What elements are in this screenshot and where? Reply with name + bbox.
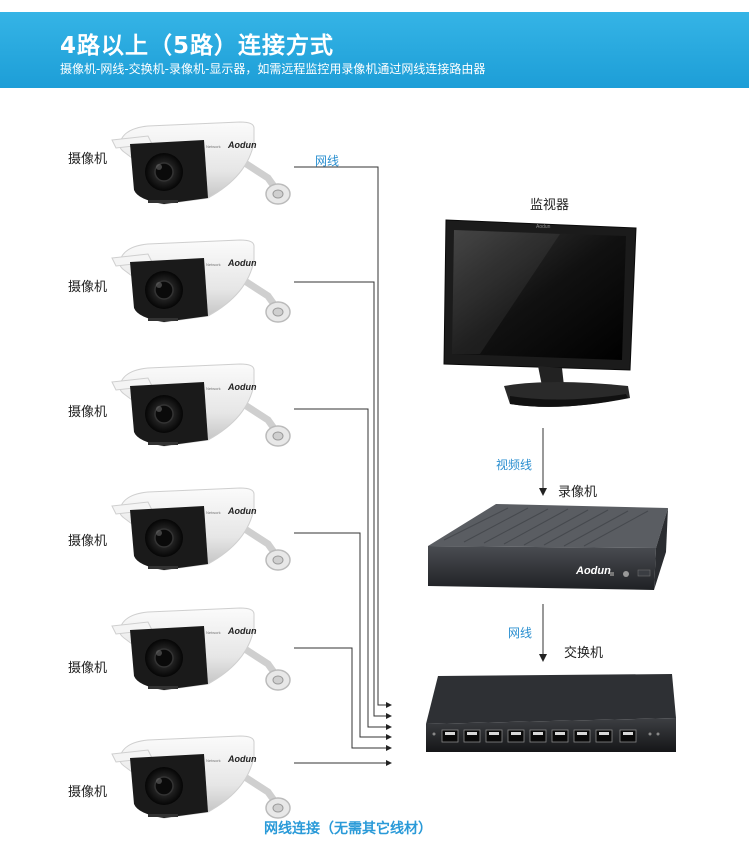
camera-label-3: 摄像机 [68,405,108,420]
page-title: 4路以上（5路）连接方式 [60,33,335,59]
header-banner: 4路以上（5路）连接方式 摄像机-网线-交换机-录像机-显示器，如需远程监控用录… [0,12,749,88]
page-subtitle: 摄像机-网线-交换机-录像机-显示器，如需远程监控用录像机通过网线连接路由器 [60,62,486,76]
switch-label: 交换机 [564,646,604,661]
video-cable-label: 视频线 [496,458,533,472]
nvr-label: 录像机 [558,485,598,500]
camera-label-4: 摄像机 [68,534,108,549]
switch-cable-label: 网线 [508,626,533,640]
camera-label-6: 摄像机 [68,785,108,800]
camera-label-1: 摄像机 [68,152,108,167]
monitor-label: 监视器 [530,198,570,213]
monitor: Aodun [443,219,637,407]
svg-text:Aodun: Aodun [536,224,551,230]
camera-label-2: 摄像机 [68,280,108,295]
footer-note: 网线连接（无需其它线材） [264,821,432,837]
network-switch [426,674,676,752]
svg-text:Aodun: Aodun [575,565,611,577]
camera-label-5: 摄像机 [68,661,108,676]
camera-cable-label: 网线 [315,154,340,168]
nvr: Aodun [428,504,668,590]
